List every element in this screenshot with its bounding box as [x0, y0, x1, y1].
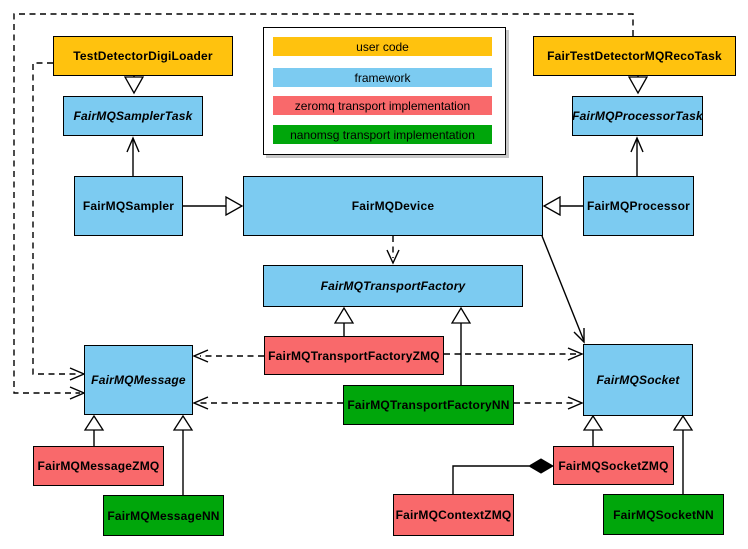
legend: user code framework zeromq transport imp… [263, 27, 506, 155]
class-label: FairMQMessageZMQ [37, 459, 160, 473]
edge-inheritance-tfnn-factory [450, 306, 472, 385]
edge-inheritance-socknn-socket [672, 414, 694, 494]
edge-inheritance-sockzmq-socket [582, 414, 604, 446]
class-box-fairmqsampler: FairMQSampler [74, 176, 183, 236]
class-label: FairMQSampler [82, 199, 175, 213]
edge-inheritance-digiloader-samplertask [123, 76, 145, 95]
class-box-fairmqsocket: FairMQSocket [583, 344, 693, 416]
class-label: FairMQMessageNN [107, 508, 220, 523]
class-box-fairmqmessagenn: FairMQMessageNN [103, 495, 224, 536]
edge-association-device-socket [541, 235, 585, 344]
edge-inheritance-msgnn-message [172, 414, 194, 495]
class-label: FairMQSocketZMQ [558, 458, 669, 473]
class-label: FairMQTransportFactoryZMQ [268, 348, 440, 363]
class-label: FairMQTransportFactoryNN [347, 398, 510, 412]
legend-label-nanomsg: nanomsg transport implementation [290, 127, 475, 142]
edge-dependency-tfzmq-message [192, 349, 264, 363]
edge-inheritance-processor-device [542, 195, 583, 217]
class-box-testdetectordigiloader: TestDetectorDigiLoader [53, 36, 233, 76]
class-label: FairMQSocket [596, 373, 680, 387]
class-box-fairmqdevice: FairMQDevice [243, 176, 543, 236]
edge-dependency-tfzmq-socket [444, 347, 584, 361]
edge-composition-ctxzmq-sockzmq [452, 458, 554, 494]
legend-item-nanomsg: nanomsg transport implementation [273, 125, 492, 144]
class-box-fairmqtransportfactoryzmq: FairMQTransportFactoryZMQ [264, 336, 444, 375]
edge-dependency-device-factory [386, 236, 400, 265]
legend-item-zeromq: zeromq transport implementation [273, 96, 492, 115]
class-label: FairMQProcessor [586, 199, 691, 213]
legend-item-user-code: user code [273, 37, 492, 56]
class-label: FairMQContextZMQ [395, 508, 512, 522]
class-box-fairmqprocessortask: FairMQProcessorTask [572, 96, 703, 136]
legend-item-framework: framework [273, 68, 492, 87]
class-label: FairMQSamplerTask [73, 109, 193, 123]
edge-association-processor-processortask [630, 136, 644, 176]
class-box-fairmqmessagezmq: FairMQMessageZMQ [33, 446, 164, 486]
class-box-fairmqtransportfactory: FairMQTransportFactory [263, 265, 523, 307]
legend-label-framework: framework [354, 70, 411, 85]
class-label: FairMQProcessorTask [572, 109, 703, 123]
edge-inheritance-msgzmq-message [83, 414, 105, 446]
class-label: FairMQDevice [351, 199, 435, 213]
class-box-fairmqsamplertask: FairMQSamplerTask [63, 96, 203, 136]
edge-dependency-tfnn-message [192, 396, 343, 410]
edge-inheritance-sampler-device [183, 195, 244, 217]
class-box-fairmqsocketzmq: FairMQSocketZMQ [553, 446, 674, 485]
class-box-fairmqtransportfactorynn: FairMQTransportFactoryNN [343, 385, 514, 425]
edge-inheritance-recotask-processortask [627, 76, 649, 95]
class-label: FairMQMessage [91, 373, 186, 387]
legend-label-user-code: user code [356, 39, 409, 54]
class-box-fairtestdetectormqrecotask: FairTestDetectorMQRecoTask [533, 36, 736, 76]
legend-label-zeromq: zeromq transport implementation [294, 98, 471, 113]
class-box-fairmqsocketnn: FairMQSocketNN [603, 494, 724, 535]
class-label: FairMQTransportFactory [320, 279, 466, 293]
edge-dependency-tfnn-socket [514, 396, 584, 410]
class-box-fairmqprocessor: FairMQProcessor [583, 176, 694, 236]
edge-association-sampler-samplertask [126, 136, 140, 176]
class-box-fairmqmessage: FairMQMessage [84, 345, 193, 415]
class-label: FairMQSocketNN [613, 507, 714, 522]
class-label: FairTestDetectorMQRecoTask [547, 49, 722, 63]
class-box-fairmqcontextzmq: FairMQContextZMQ [393, 494, 514, 536]
class-label: TestDetectorDigiLoader [73, 49, 213, 63]
edge-inheritance-tfzmq-factory [333, 306, 355, 336]
